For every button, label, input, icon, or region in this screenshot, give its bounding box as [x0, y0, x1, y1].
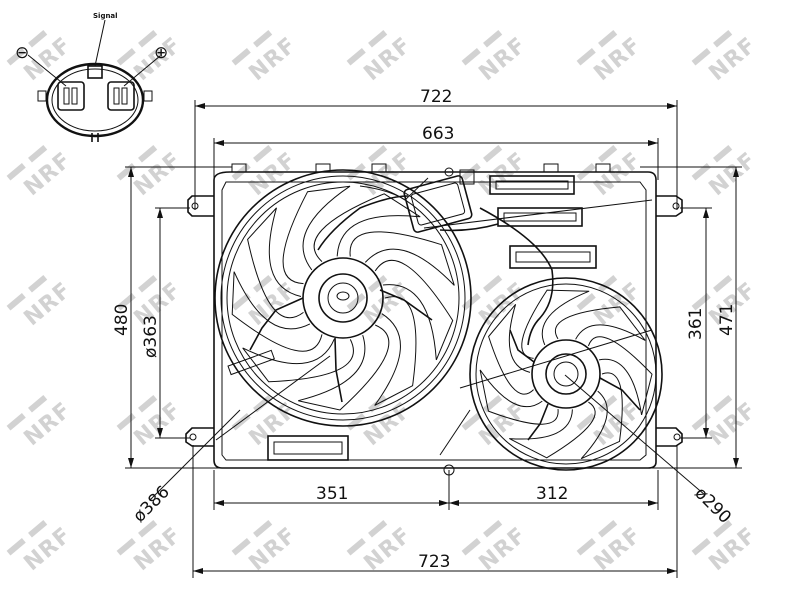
dimension-labels: 722 663 480 ø363 361 471 351 312 ø386 ø2… — [112, 87, 737, 572]
nrf-watermark-logo: NRF — [6, 395, 77, 451]
nrf-watermark-logo: NRF — [116, 520, 187, 576]
nrf-watermark-logo: NRF — [461, 275, 532, 331]
svg-text:NRF: NRF — [20, 398, 77, 451]
nrf-watermark-logo: NRF — [231, 30, 302, 86]
svg-text:NRF: NRF — [245, 33, 302, 86]
nrf-watermark-logo: NRF — [691, 395, 762, 451]
svg-text:NRF: NRF — [360, 33, 417, 86]
right-fan — [469, 277, 663, 471]
svg-text:NRF: NRF — [705, 33, 762, 86]
svg-text:NRF: NRF — [475, 278, 532, 331]
svg-text:NRF: NRF — [20, 523, 77, 576]
fan-blade — [521, 289, 590, 359]
dim-overall-width-bottom: 723 — [418, 552, 450, 572]
fan-blade — [298, 324, 390, 411]
fan-blade — [231, 271, 323, 352]
svg-text:NRF: NRF — [360, 523, 417, 576]
svg-text:NRF: NRF — [475, 523, 532, 576]
fan-blade — [242, 338, 354, 383]
svg-text:NRF: NRF — [475, 398, 532, 451]
nrf-watermark-logo: NRF — [691, 520, 762, 576]
dim-height-right-inner: 361 — [686, 308, 706, 340]
fan-blade — [479, 369, 559, 425]
nrf-watermark-logo: NRF — [231, 520, 302, 576]
nrf-watermark-logo: NRF — [6, 145, 77, 201]
nrf-watermark-logo: NRF — [576, 30, 647, 86]
fan-blade — [313, 193, 421, 262]
dim-shroud-width: 663 — [422, 124, 454, 144]
svg-text:NRF: NRF — [130, 398, 187, 451]
dim-span-right: 312 — [536, 484, 568, 504]
svg-text:NRF: NRF — [20, 278, 77, 331]
nrf-watermark-logo: NRF — [691, 30, 762, 86]
nrf-watermark-logo: NRF — [576, 520, 647, 576]
wiring-harness — [267, 167, 597, 461]
nrf-watermark-logo: NRF — [6, 520, 77, 576]
svg-text:NRF: NRF — [590, 148, 647, 201]
fan-blade — [374, 260, 454, 361]
shroud — [185, 163, 683, 476]
svg-text:NRF: NRF — [245, 523, 302, 576]
connector-detail: Signal ⊖ ⊕ — [15, 12, 168, 142]
signal-label: Signal — [93, 12, 118, 20]
svg-text:NRF: NRF — [705, 523, 762, 576]
fan-blade — [587, 336, 653, 416]
nrf-watermark-logo: NRF — [346, 30, 417, 86]
nrf-watermark-logo: NRF — [116, 145, 187, 201]
nrf-watermark-logo: NRF — [346, 395, 417, 451]
fan-blade — [349, 231, 455, 286]
fan-blade — [282, 185, 351, 285]
svg-text:NRF: NRF — [590, 398, 647, 451]
nrf-watermark-logo: NRF — [576, 275, 647, 331]
nrf-watermark-logo: NRF — [116, 395, 187, 451]
fan-blade — [488, 303, 534, 395]
nrf-watermark-logo: NRF — [461, 30, 532, 86]
svg-text:NRF: NRF — [360, 398, 417, 451]
nrf-watermark-logo: NRF — [231, 275, 302, 331]
nrf-watermark-logo: NRF — [461, 520, 532, 576]
svg-text:NRF: NRF — [360, 148, 417, 201]
nrf-watermark-logo: NRF — [691, 145, 762, 201]
dimension-lines — [125, 100, 742, 578]
dim-overall-height-left: 480 — [112, 304, 132, 336]
dim-height-right-outer: 471 — [717, 304, 737, 336]
svg-text:NRF: NRF — [475, 148, 532, 201]
dim-fan-left-diameter: ø363 — [141, 315, 161, 358]
nrf-watermark-logo: NRF — [6, 275, 77, 331]
dim-span-left: 351 — [316, 484, 348, 504]
nrf-watermark-logo: NRF — [346, 520, 417, 576]
svg-text:NRF: NRF — [130, 148, 187, 201]
fan-blade — [509, 401, 596, 459]
minus-terminal-icon: ⊖ — [15, 43, 29, 63]
left-fan — [214, 169, 472, 427]
svg-text:NRF: NRF — [590, 33, 647, 86]
dim-overall-width-top: 722 — [420, 87, 452, 107]
plus-terminal-icon: ⊕ — [154, 43, 168, 63]
svg-text:NRF: NRF — [245, 278, 302, 331]
fan-blade — [580, 372, 623, 460]
svg-text:NRF: NRF — [705, 398, 762, 451]
svg-text:NRF: NRF — [705, 148, 762, 201]
svg-text:NRF: NRF — [475, 33, 532, 86]
svg-text:NRF: NRF — [590, 278, 647, 331]
svg-text:NRF: NRF — [590, 523, 647, 576]
svg-text:NRF: NRF — [130, 523, 187, 576]
dim-fan-left-outer: ø386 — [129, 482, 173, 526]
svg-text:NRF: NRF — [20, 148, 77, 201]
fan-blade — [247, 207, 304, 319]
fan-blade — [554, 306, 646, 341]
